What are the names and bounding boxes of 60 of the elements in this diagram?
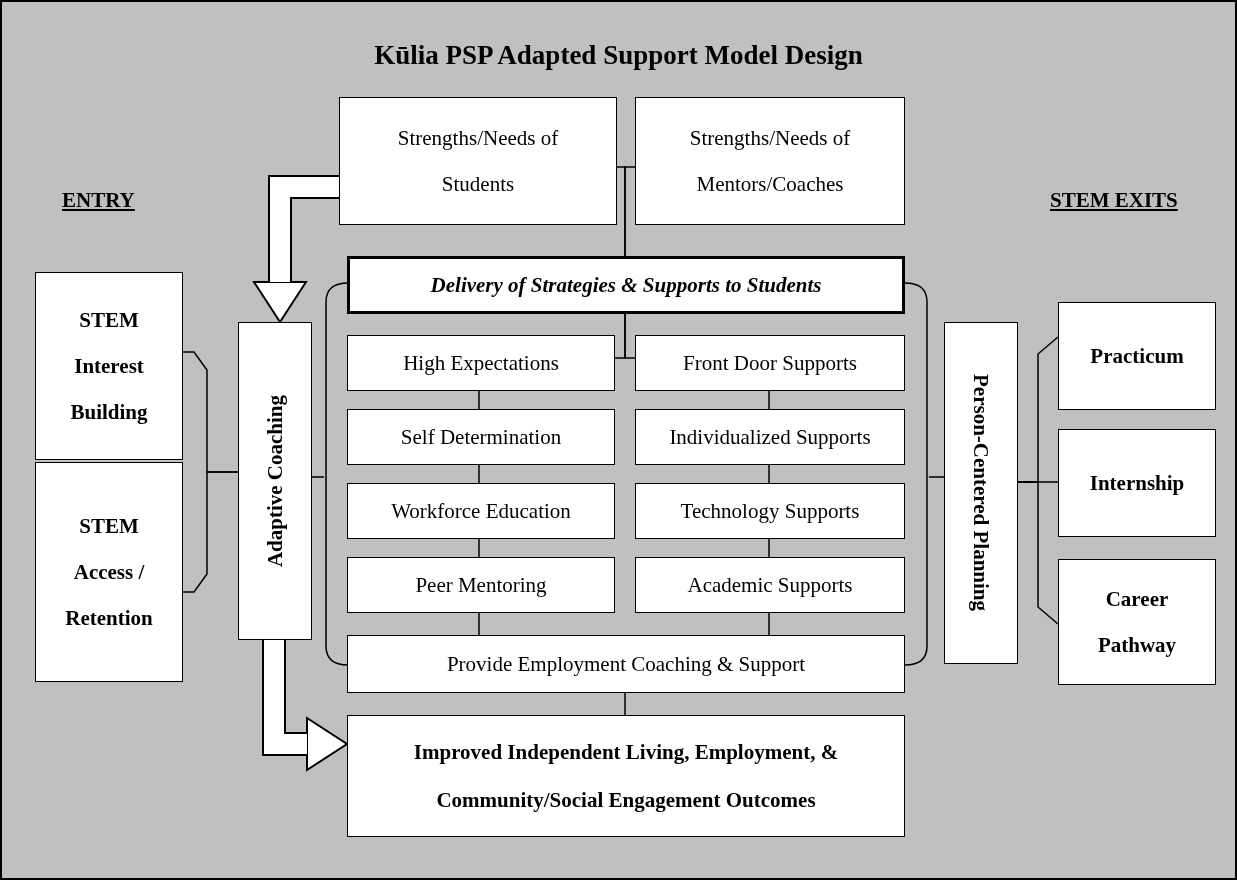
process-box	[347, 483, 615, 539]
process-box	[635, 97, 905, 225]
connector-line	[624, 166, 636, 257]
node-label: Person-Centered Planning	[968, 373, 995, 614]
process-box	[635, 483, 905, 539]
node-label: Delivery of Strategies & Supports to Students	[429, 271, 823, 299]
process-box	[347, 409, 615, 465]
process-box	[347, 635, 905, 693]
connector-line	[478, 464, 480, 484]
process-box	[347, 715, 905, 837]
process-box	[635, 409, 905, 465]
connector-line	[311, 476, 325, 478]
node-label: STEM Interest Building	[69, 306, 149, 427]
node-label: Front Door Supports	[682, 349, 858, 377]
node-label: Adaptive Coaching	[261, 393, 288, 570]
section-heading: STEM EXITS	[1050, 188, 1178, 213]
node-label: STEM Access / Retention	[64, 512, 154, 633]
connector-line	[182, 471, 239, 593]
node-label: Workforce Education	[390, 497, 572, 525]
connector-line	[768, 538, 770, 558]
node-label: Individualized Supports	[668, 423, 872, 451]
process-box	[635, 557, 905, 613]
bracket	[324, 282, 348, 666]
connector-line	[1017, 481, 1059, 625]
connector-line	[478, 612, 480, 636]
node-label: Provide Employment Coaching & Support	[445, 650, 807, 678]
section-heading: ENTRY	[62, 188, 135, 213]
process-box	[35, 462, 183, 682]
connector-line	[624, 692, 626, 716]
connector-line	[768, 464, 770, 484]
node-label: High Expectations	[402, 349, 560, 377]
heading-box	[347, 256, 905, 314]
node-label: Peer Mentoring	[414, 571, 548, 599]
node-label: Self Determination	[399, 423, 563, 451]
process-box	[347, 335, 615, 391]
process-box	[944, 322, 1018, 664]
process-box	[339, 97, 617, 225]
process-box	[35, 272, 183, 460]
connector-line	[624, 313, 636, 359]
node-label: Internship	[1088, 469, 1186, 497]
process-box	[1058, 302, 1216, 410]
node-label: Career Pathway	[1096, 585, 1178, 659]
node-label: Practicum	[1089, 342, 1185, 370]
bracket	[905, 282, 929, 666]
connector-line	[928, 476, 945, 478]
process-box	[238, 322, 312, 640]
node-label: Academic Supports	[686, 571, 854, 599]
node-label: Strengths/Needs of Mentors/Coaches	[688, 124, 852, 198]
connector-line	[768, 612, 770, 636]
process-box	[1058, 559, 1216, 685]
process-box	[1058, 429, 1216, 537]
connector-line	[478, 538, 480, 558]
node-label: Technology Supports	[679, 497, 861, 525]
process-box	[347, 557, 615, 613]
node-label: Improved Independent Living, Employment, & Community/Social Engagement Outcomes	[412, 738, 840, 814]
node-label: Strengths/Needs of Students	[396, 124, 560, 198]
diagram-title: Kūlia PSP Adapted Support Model Design	[374, 40, 863, 71]
process-box	[635, 335, 905, 391]
connector-line	[768, 390, 770, 410]
connector-line	[478, 390, 480, 410]
